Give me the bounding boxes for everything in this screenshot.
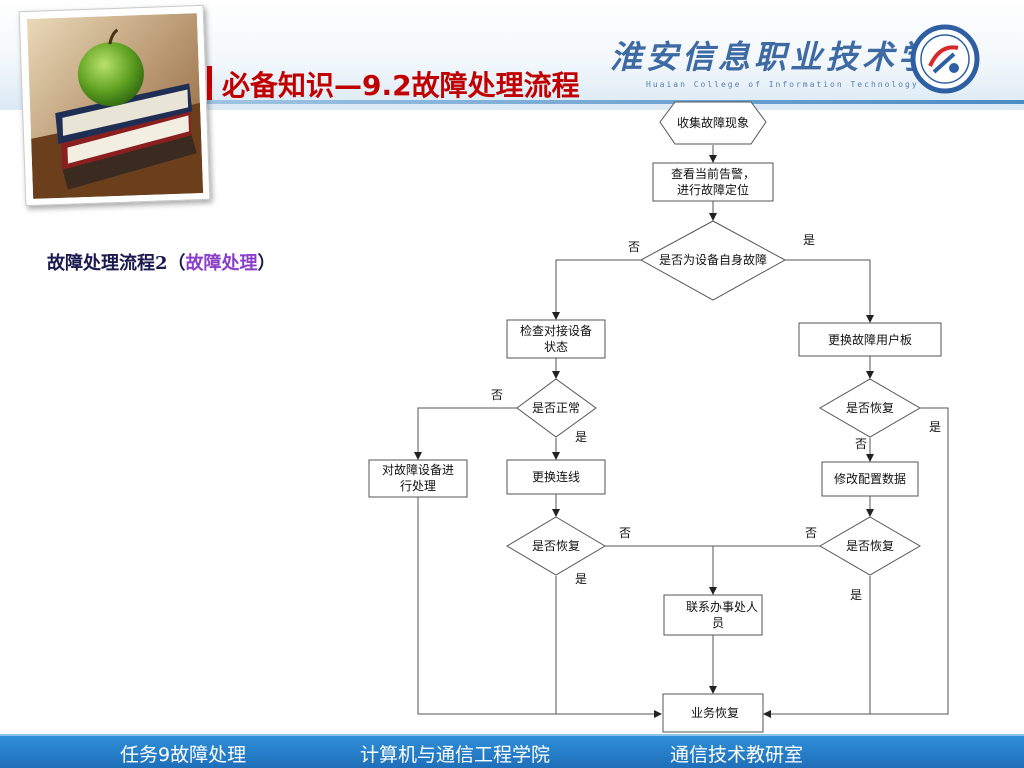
label-yes-self-fault: 是 xyxy=(803,233,815,247)
node-check-peer-device: 检查对接设备 状态 xyxy=(506,319,606,359)
footer-dept: 通信技术教研室 xyxy=(670,744,804,766)
subtitle-highlight: 故障处理 xyxy=(185,253,258,274)
footer-school: 计算机与通信工程学院 xyxy=(360,744,551,766)
fault-handling-flowchart: 收集故障现象 查看当前告警， 进行故障定位 是否为设备自身故障 检查对接设备 状… xyxy=(368,101,949,733)
label-no-self-fault: 否 xyxy=(628,240,640,254)
node-check-peer-line2: 状态 xyxy=(544,340,568,354)
node-contact-office-staff: 联系办事处人 员 xyxy=(663,594,763,636)
node-is-recovered-right2-label: 是否恢复 xyxy=(846,539,894,553)
flowchart-connectors xyxy=(414,145,949,718)
node-self-fault-label: 是否为设备自身故障 xyxy=(659,252,767,267)
node-self-fault-decision: 是否为设备自身故障 xyxy=(639,220,787,301)
label-yes-recovered-right2: 是 xyxy=(850,588,862,602)
node-replace-user-board: 更换故障用户板 xyxy=(798,322,942,357)
title-accent-bar xyxy=(207,66,212,100)
node-is-normal-label: 是否正常 xyxy=(532,401,580,415)
footer-bar: 任务9故障处理 计算机与通信工程学院 通信技术教研室 xyxy=(0,734,1024,768)
node-check-alarm: 查看当前告警， 进行故障定位 xyxy=(652,162,774,202)
subtitle-prefix: 故障处理流程2（ xyxy=(47,253,186,274)
node-service-restored: 业务恢复 xyxy=(662,693,764,733)
node-handle-faulty-device: 对故障设备进 行处理 xyxy=(368,459,468,498)
label-no-recovered-left: 否 xyxy=(619,526,631,540)
node-is-recovered-right2-decision: 是否恢复 xyxy=(819,516,921,576)
node-service-restored-label: 业务恢复 xyxy=(691,705,739,720)
node-replace-cable: 更换连线 xyxy=(506,459,606,495)
node-is-recovered-right-decision: 是否恢复 xyxy=(819,378,921,438)
label-yes-is-normal: 是 xyxy=(575,430,587,444)
label-yes-recovered-right: 是 xyxy=(929,420,941,434)
label-yes-recovered-left: 是 xyxy=(575,572,587,586)
node-collect-symptoms: 收集故障现象 xyxy=(659,101,767,145)
college-name-english: Huaian College of Information Technology xyxy=(646,80,919,89)
node-contact-line2: 员 xyxy=(712,616,724,630)
node-check-peer-line1: 检查对接设备 xyxy=(520,323,592,338)
college-name-calligraphy: 淮安信息职业技术学院 xyxy=(610,38,971,76)
node-is-recovered-right-label: 是否恢复 xyxy=(846,401,894,415)
subtitle-suffix: ） xyxy=(257,253,276,274)
node-replace-board-label: 更换故障用户板 xyxy=(828,332,912,347)
node-is-recovered-left-decision: 是否恢复 xyxy=(506,516,606,576)
node-is-normal-decision: 是否正常 xyxy=(516,378,597,438)
node-check-alarm-line2: 进行故障定位 xyxy=(677,182,749,197)
apple-books-illustration xyxy=(26,13,204,199)
node-contact-line1: 联系办事处人 xyxy=(686,599,758,614)
footer-task: 任务9故障处理 xyxy=(120,744,247,766)
apple-books-photo xyxy=(18,4,211,207)
node-handle-peer-line1: 对故障设备进 xyxy=(382,462,454,477)
node-is-recovered-left-label: 是否恢复 xyxy=(532,539,580,553)
label-no-recovered-right: 否 xyxy=(855,437,867,451)
node-replace-cable-label: 更换连线 xyxy=(532,469,580,484)
node-handle-peer-line2: 行处理 xyxy=(400,479,436,493)
node-modify-config: 修改配置数据 xyxy=(821,461,919,497)
node-modify-config-label: 修改配置数据 xyxy=(834,471,906,486)
header-rule xyxy=(205,100,1024,104)
college-emblem-icon xyxy=(910,24,980,94)
page-title: 必备知识—9.2故障处理流程 xyxy=(222,69,580,102)
subtitle: 故障处理流程2（故障处理） xyxy=(47,249,276,275)
node-collect-label: 收集故障现象 xyxy=(677,115,749,130)
node-check-alarm-line1: 查看当前告警， xyxy=(671,166,755,181)
label-no-recovered-right2: 否 xyxy=(805,526,817,540)
label-no-is-normal: 否 xyxy=(491,388,503,402)
